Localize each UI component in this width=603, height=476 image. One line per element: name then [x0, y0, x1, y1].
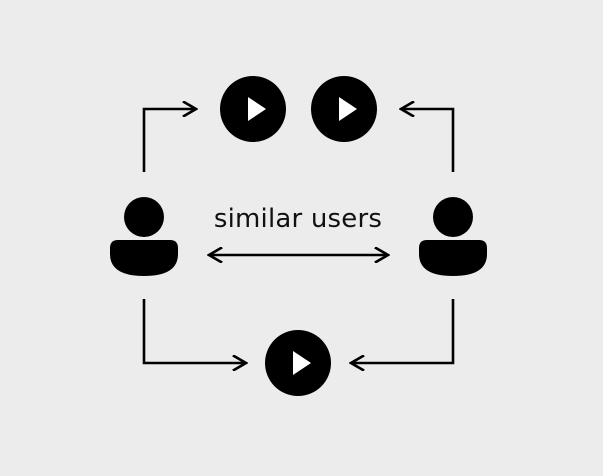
arrow-right-user-to-bottom-item — [351, 299, 455, 363]
arrow-left-user-to-bottom-item — [142, 299, 246, 363]
play-icon-top-left — [220, 76, 286, 142]
arrow-right-user-to-top-item — [401, 109, 455, 172]
user-icon-right — [419, 197, 487, 276]
user-icon-left — [110, 197, 178, 276]
arrow-left-user-to-top-item — [142, 109, 196, 172]
play-icon-bottom — [265, 330, 331, 396]
similar-users-label: similar users — [213, 204, 383, 234]
play-icon-top-right — [311, 76, 377, 142]
